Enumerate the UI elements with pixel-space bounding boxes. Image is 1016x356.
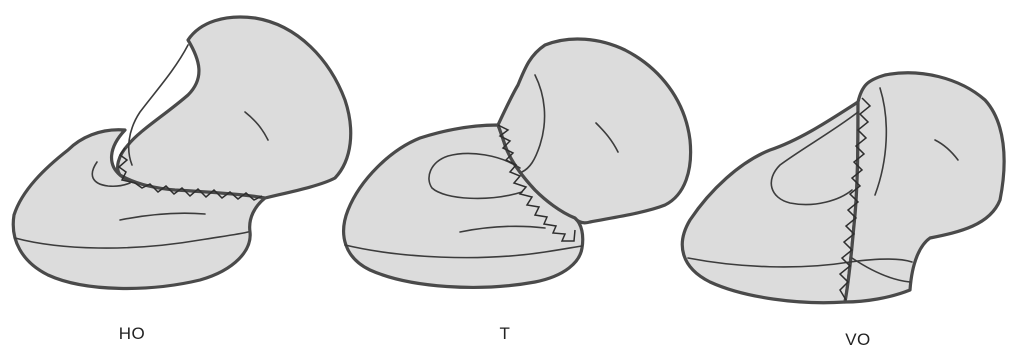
panel-label-ho: HO [119, 324, 146, 344]
bone-ho-upper-fragment [118, 17, 351, 198]
bone-vo-lower-fragment [682, 102, 858, 303]
panel-label-vo: VO [845, 330, 871, 350]
bone-t [344, 39, 691, 287]
bone-ho [13, 17, 350, 288]
panel-label-t: T [500, 324, 511, 344]
bone-vo [682, 73, 1004, 303]
